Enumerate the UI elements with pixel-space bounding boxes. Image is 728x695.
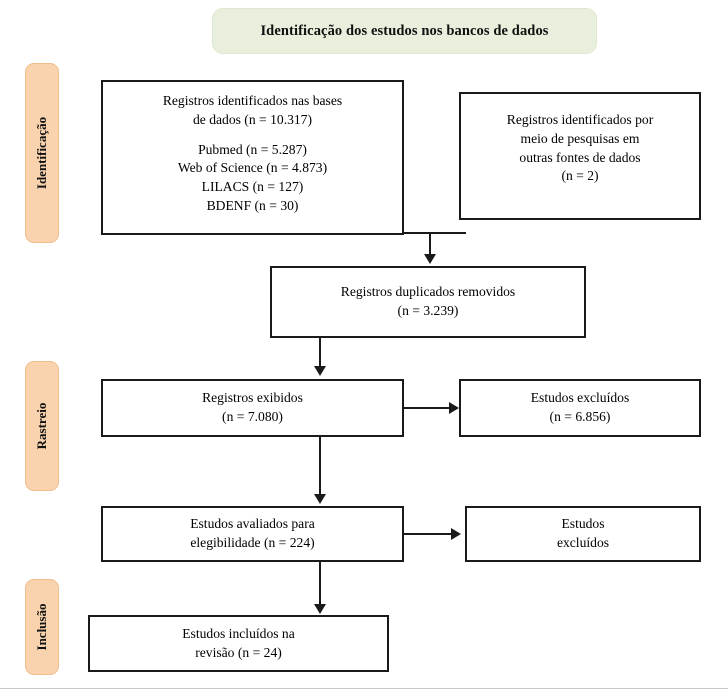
box-excluded2-line-2: excluídos (556, 535, 610, 550)
box-databases-line-bdenf: BDENF (n = 30) (206, 197, 299, 213)
box-studies-included-review: Estudos incluídos na revisão (n = 24) (88, 615, 389, 672)
box-records-identified-databases: Registros identificados nas bases de dad… (101, 80, 404, 235)
page-bottom-rule (0, 688, 728, 689)
box-studies-excluded-screening: Estudos excluídos (n = 6.856) (459, 379, 701, 437)
box-databases-line-1: Registros identificados nas bases (162, 93, 343, 108)
box-duplicates-removed: Registros duplicados removidos (n = 3.23… (270, 266, 586, 338)
box-duplicates-line-2: (n = 3.239) (397, 303, 459, 318)
connector-identification-join (404, 232, 466, 234)
box-screened-line-1: Registros exibidos (202, 390, 303, 406)
box-other-line-2: meio de pesquisas em (520, 130, 640, 146)
box-databases-line-lilacs: LILACS (n = 127) (201, 179, 304, 194)
arrowhead-down-icon-screened (314, 366, 326, 376)
box-other-line-3: outras fontes de dados (519, 149, 641, 165)
box-records-screened: Registros exibidos (n = 7.080) (101, 379, 404, 437)
box-included-line-1: Estudos incluídos na (182, 625, 295, 641)
arrowhead-down-icon-included (314, 604, 326, 614)
box-databases-line-web-of-science: Web of Science (n = 4.873) (177, 160, 328, 176)
box-studies-excluded-eligibility: Estudos excluídos (465, 506, 701, 562)
arrowhead-right-icon-excluded-eligibility (451, 528, 461, 540)
arrowhead-down-icon-duplicates (424, 254, 436, 264)
box-eligibility-line-1: Estudos avaliados para (190, 516, 315, 532)
box-other-line-1: Registros identificados por (506, 112, 654, 127)
connector-eligibility-to-included (319, 562, 321, 606)
box-databases-line-2: de dados (n = 10.317) (192, 111, 313, 127)
box-included-line-2: revisão (n = 24) (195, 644, 282, 660)
connector-screened-to-eligibility (319, 437, 321, 495)
stage-label-inclusao-text: Inclusão (34, 603, 49, 651)
diagram-title: Identificação dos estudos nos bancos de … (260, 22, 549, 39)
box-excluded1-line-2: (n = 6.856) (549, 409, 611, 424)
connector-eligibility-to-excluded (404, 533, 454, 535)
stage-label-identificacao: Identificação (25, 63, 59, 243)
stage-label-rastreio-text: Rastreio (34, 402, 49, 450)
stage-label-inclusao: Inclusão (25, 579, 59, 675)
box-records-identified-other-sources: Registros identificados por meio de pesq… (459, 92, 701, 220)
stage-label-identificacao-text: Identificação (34, 116, 49, 190)
connector-screened-to-excluded (404, 407, 452, 409)
box-databases-line-pubmed: Pubmed (n = 5.287) (198, 141, 307, 157)
diagram-title-banner: Identificação dos estudos nos bancos de … (212, 8, 597, 54)
connector-duplicates-to-screened (319, 338, 321, 368)
box-excluded1-line-1: Estudos excluídos (530, 390, 630, 406)
arrowhead-down-icon-eligibility (314, 494, 326, 504)
box-studies-assessed-eligibility: Estudos avaliados para elegibilidade (n … (101, 506, 404, 562)
box-eligibility-line-2: elegibilidade (n = 224) (190, 535, 315, 550)
stage-label-rastreio: Rastreio (25, 361, 59, 491)
box-other-line-4: (n = 2) (561, 168, 599, 184)
arrowhead-right-icon-excluded-screening (449, 402, 459, 414)
box-duplicates-line-1: Registros duplicados removidos (340, 284, 516, 300)
box-excluded2-line-1: Estudos (561, 516, 605, 532)
connector-to-duplicates (429, 232, 431, 256)
box-screened-line-2: (n = 7.080) (222, 409, 283, 424)
